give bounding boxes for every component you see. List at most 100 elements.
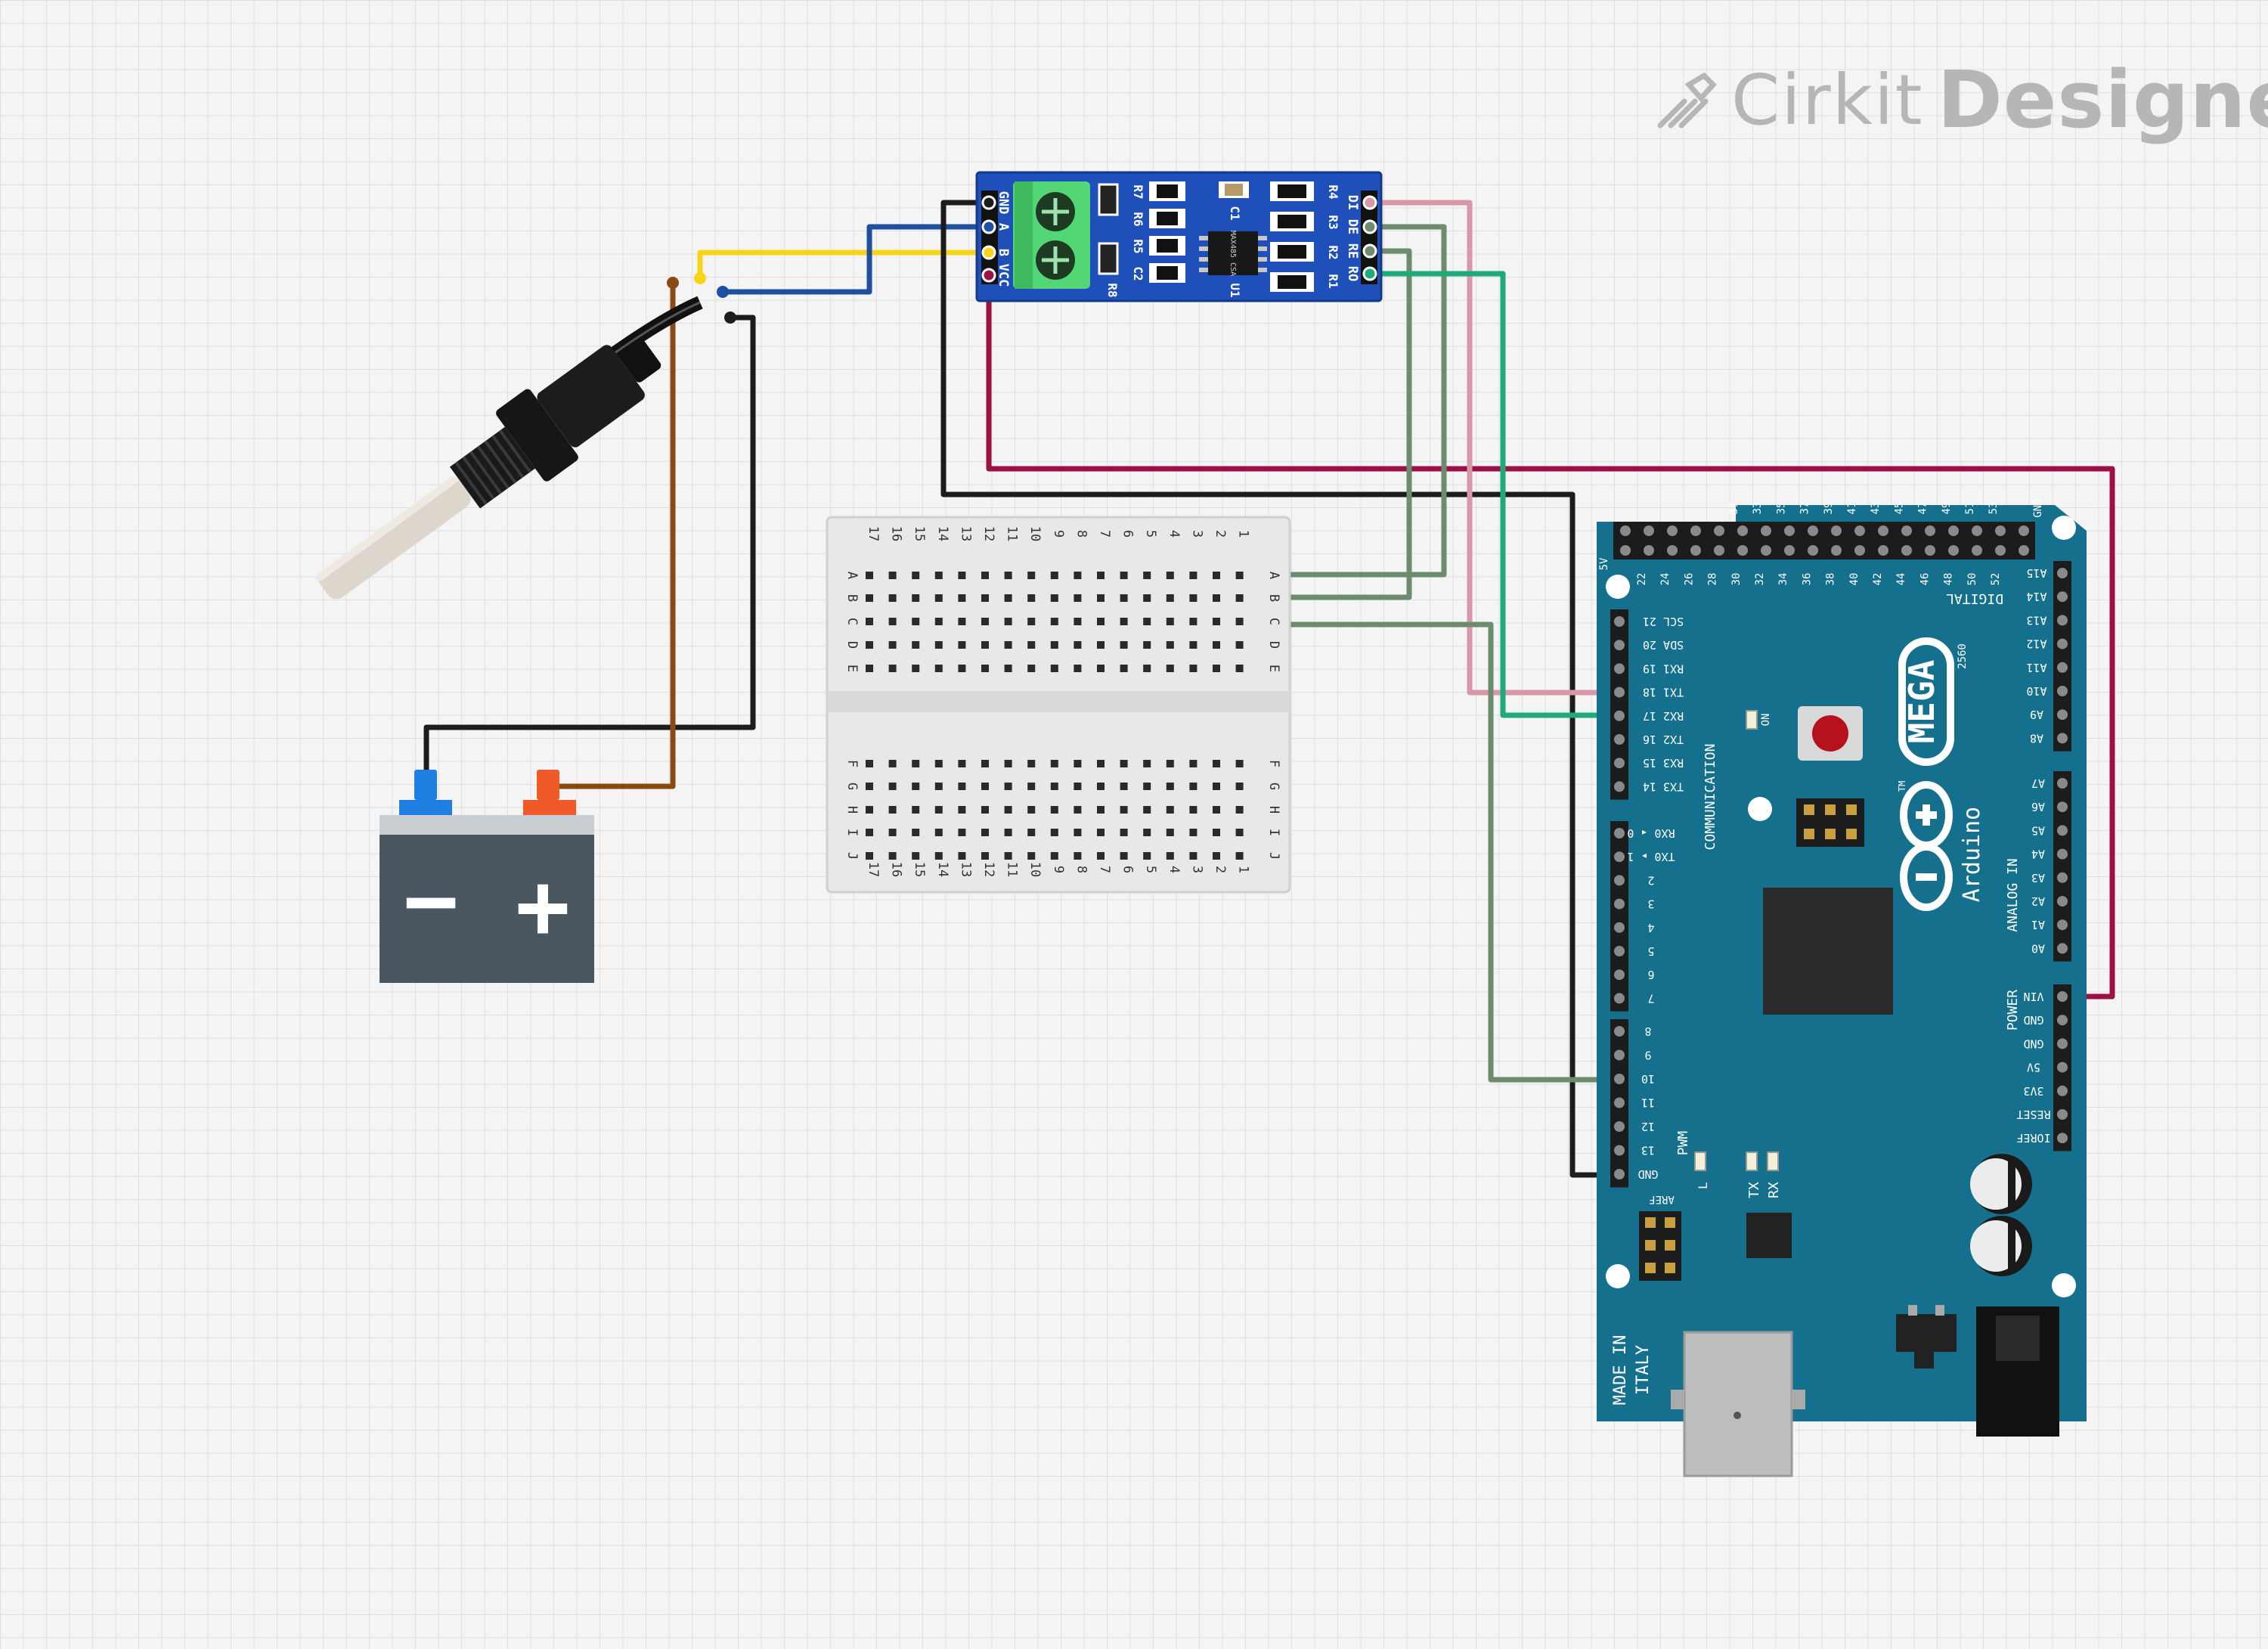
breadboard-hole[interactable] <box>981 829 989 836</box>
breadboard-hole[interactable] <box>934 641 943 649</box>
header-pin[interactable] <box>1995 525 2006 536</box>
breadboard-hole[interactable] <box>1050 641 1058 649</box>
icsp-header-top[interactable] <box>1796 798 1864 847</box>
breadboard-hole[interactable] <box>1235 783 1244 790</box>
breadboard-hole[interactable] <box>1143 665 1151 672</box>
breadboard-hole[interactable] <box>1074 641 1082 649</box>
breadboard-hole[interactable] <box>1235 806 1244 814</box>
breadboard-hole[interactable] <box>958 665 966 672</box>
breadboard-hole[interactable] <box>1120 618 1128 625</box>
header-pin[interactable] <box>1784 525 1795 536</box>
breadboard-hole[interactable] <box>1004 618 1012 625</box>
breadboard-hole[interactable] <box>866 594 873 602</box>
pin-ro[interactable] <box>1362 266 1377 281</box>
breadboard-hole[interactable] <box>1235 572 1244 579</box>
breadboard-hole[interactable] <box>1143 641 1151 649</box>
wire-teal-ro-to-rx2[interactable] <box>1367 271 1622 718</box>
header-pin[interactable] <box>2057 991 2068 1002</box>
header-pin[interactable] <box>1614 1169 1625 1179</box>
breadboard-hole[interactable] <box>958 760 966 767</box>
breadboard-hole[interactable] <box>1166 665 1174 672</box>
breadboard-hole[interactable] <box>1235 618 1244 625</box>
conductivity-sensor[interactable] <box>299 296 703 625</box>
breadboard-hole[interactable] <box>1235 852 1244 860</box>
breadboard-hole[interactable] <box>912 572 920 579</box>
breadboard-hole[interactable] <box>981 618 989 625</box>
breadboard-hole[interactable] <box>1166 760 1174 767</box>
breadboard-hole[interactable] <box>912 641 920 649</box>
breadboard-hole[interactable] <box>1213 618 1220 625</box>
wire-black-gnd-to-arduino[interactable] <box>940 200 1622 1178</box>
breadboard-hole[interactable] <box>912 760 920 767</box>
header-pin[interactable] <box>2057 1109 2068 1120</box>
header-pin[interactable] <box>2057 825 2068 836</box>
wire-yellow-sensor-to-b[interactable] <box>697 250 992 281</box>
breadboard-hole[interactable] <box>934 572 943 579</box>
breadboard-hole[interactable] <box>912 665 920 672</box>
header-pin[interactable] <box>1761 545 1771 556</box>
header-pin[interactable] <box>1925 525 1935 536</box>
header-pin[interactable] <box>2057 638 2068 649</box>
breadboard-hole[interactable] <box>1189 829 1198 836</box>
wire-crimson-vcc-to-vin[interactable] <box>986 272 2115 1000</box>
header-pin[interactable] <box>1808 545 1818 556</box>
header-pin[interactable] <box>1667 545 1678 556</box>
breadboard-hole[interactable] <box>1213 760 1220 767</box>
breadboard-hole[interactable] <box>1004 852 1012 860</box>
pin-gnd[interactable] <box>981 195 996 210</box>
breadboard-hole[interactable] <box>1050 594 1058 602</box>
breadboard-hole[interactable] <box>981 783 989 790</box>
header-pin[interactable] <box>2057 591 2068 603</box>
breadboard-hole[interactable] <box>1166 852 1174 860</box>
header-pin[interactable] <box>1614 758 1625 769</box>
breadboard-hole[interactable] <box>981 594 989 602</box>
breadboard-hole[interactable] <box>981 806 989 814</box>
usb-port[interactable] <box>1683 1331 1793 1477</box>
header-pin[interactable] <box>1614 922 1625 933</box>
header-pin[interactable] <box>1948 545 1959 556</box>
breadboard-hole[interactable] <box>1120 852 1128 860</box>
breadboard-hole[interactable] <box>1074 618 1082 625</box>
battery-negative-terminal[interactable] <box>414 770 437 800</box>
header-pin[interactable] <box>2057 1085 2068 1096</box>
breadboard-hole[interactable] <box>888 618 897 625</box>
header-pin[interactable] <box>2057 1062 2068 1073</box>
header-pin[interactable] <box>1925 545 1935 556</box>
breadboard-hole[interactable] <box>1004 783 1012 790</box>
breadboard-hole[interactable] <box>1166 806 1174 814</box>
breadboard-hole[interactable] <box>1074 594 1082 602</box>
breadboard-hole[interactable] <box>1235 829 1244 836</box>
breadboard-hole[interactable] <box>1213 572 1220 579</box>
header-pin[interactable] <box>1995 545 2006 556</box>
breadboard-hole[interactable] <box>958 852 966 860</box>
breadboard-hole[interactable] <box>958 594 966 602</box>
breadboard-hole[interactable] <box>1027 829 1036 836</box>
breadboard-hole[interactable] <box>866 852 873 860</box>
header-pin[interactable] <box>1614 851 1625 863</box>
header-pin[interactable] <box>1620 525 1631 536</box>
battery-positive-terminal[interactable] <box>537 770 559 800</box>
breadboard-hole[interactable] <box>958 829 966 836</box>
header-pin[interactable] <box>1737 525 1748 536</box>
breadboard-hole[interactable] <box>981 641 989 649</box>
header-pin[interactable] <box>1614 1097 1625 1108</box>
breadboard-hole[interactable] <box>1004 760 1012 767</box>
header-pin[interactable] <box>1690 545 1701 556</box>
breadboard-hole[interactable] <box>934 852 943 860</box>
breadboard-hole[interactable] <box>1235 665 1244 672</box>
breadboard-hole[interactable] <box>888 760 897 767</box>
header-pin[interactable] <box>1878 525 1888 536</box>
breadboard-hole[interactable] <box>1189 594 1198 602</box>
header-pin[interactable] <box>1972 525 1982 536</box>
header-pin[interactable] <box>2057 872 2068 883</box>
header-pin[interactable] <box>1614 1049 1625 1061</box>
breadboard-hole[interactable] <box>1189 806 1198 814</box>
breadboard-hole[interactable] <box>912 852 920 860</box>
breadboard-hole[interactable] <box>1213 852 1220 860</box>
header-pin[interactable] <box>1614 781 1625 792</box>
breadboard-hole[interactable] <box>1189 852 1198 860</box>
header-pin[interactable] <box>1644 525 1654 536</box>
breadboard-hole[interactable] <box>934 783 943 790</box>
breadboard-hole[interactable] <box>1050 806 1058 814</box>
